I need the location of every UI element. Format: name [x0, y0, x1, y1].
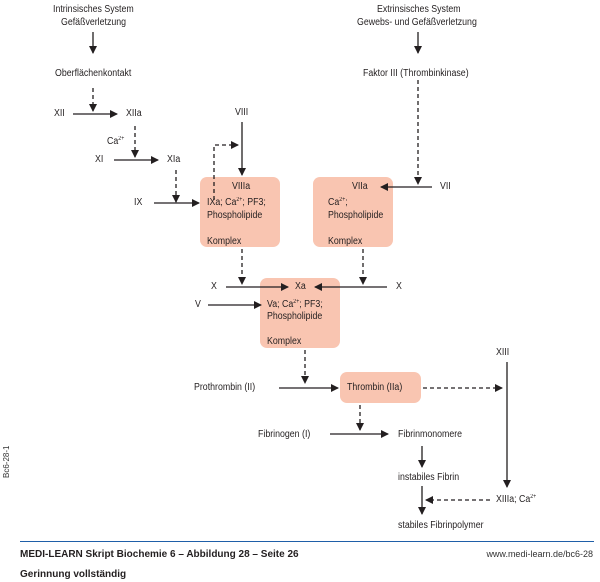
tenase-title: VIIIa: [232, 181, 251, 192]
thrombin-box: [340, 372, 421, 403]
prothrombinase-footer: Komplex: [267, 336, 302, 347]
factor-ix-label: IX: [134, 197, 143, 208]
thrombin-label: Thrombin (IIa): [347, 382, 403, 393]
tenase-line1-a: IXa; Ca: [207, 197, 237, 208]
xiiia-text: XIIIa; Ca: [496, 494, 531, 505]
tenase-ca-charge: 2+: [236, 197, 243, 203]
calcium-text: Ca: [107, 136, 119, 147]
figure-code: Bc6-28-1: [2, 445, 11, 478]
tissue-factor-line1: Ca2+;: [328, 197, 348, 209]
factor-viii-label: VIII: [235, 107, 249, 118]
tenase-complex-box: [200, 177, 280, 247]
tissue-factor-line1-b: ;: [345, 197, 348, 208]
tissue-factor-ca-charge: 2+: [339, 197, 346, 203]
prothrombinase-line2: Phospholipide: [267, 311, 323, 322]
footer-subtitle: Gerinnung vollständig: [20, 569, 127, 580]
tenase-line1-b: ; PF3;: [242, 197, 266, 208]
factor-v-label: V: [195, 299, 201, 310]
calcium-charge: 2+: [118, 136, 125, 142]
footer-rule: [20, 541, 594, 542]
tenase-line1: IXa; Ca2+; PF3;: [207, 197, 266, 209]
tissue-factor-footer: Komplex: [328, 236, 363, 247]
tissue-factor-complex-box: [313, 177, 393, 247]
prothrombinase-title: Xa: [295, 281, 306, 292]
tissue-factor-line1-a: Ca: [328, 197, 340, 208]
intrinsic-system-label: Intrinsisches System: [53, 4, 134, 16]
stabiles-fibrinpolymer-label: stabiles Fibrinpolymer: [398, 520, 484, 531]
extrinsic-system-label: Extrinsisches System: [377, 4, 461, 16]
factor-x-right-label: X: [396, 281, 402, 292]
tenase-footer: Komplex: [207, 236, 242, 247]
extrinsic-line1: Extrinsisches System: [377, 4, 461, 15]
prothrombinase-line1-b: ; PF3;: [299, 299, 323, 310]
factor-xii-label: XII: [54, 108, 65, 119]
factor-xiii-label: XIII: [496, 347, 510, 358]
extrinsic-cause-label: Gewebs- und Gefäßverletzung: [357, 17, 477, 29]
footer-url[interactable]: www.medi-learn.de/bc6-28: [486, 549, 593, 559]
factor-xi-label: XI: [95, 154, 104, 165]
factor-xia-label: XIa: [167, 154, 181, 165]
fibrinogen-label: Fibrinogen (I): [258, 429, 311, 440]
factor-x-left-label: X: [211, 281, 217, 292]
prothrombin-label: Prothrombin (II): [194, 382, 256, 393]
extrinsic-line2: Gewebs- und Gefäßverletzung: [357, 17, 477, 28]
factor-vii-label: VII: [440, 181, 451, 192]
surface-contact-label: Oberflächenkontakt: [55, 68, 132, 79]
prothrombinase-ca-charge: 2+: [293, 299, 300, 305]
factor-iii-label: Faktor III (Thrombinkinase): [363, 68, 469, 79]
intrinsic-cause-label: Gefäßverletzung: [61, 17, 126, 29]
tenase-line2: Phospholipide: [207, 210, 263, 221]
footer-title: MEDI-LEARN Skript Biochemie 6 – Abbildun…: [20, 549, 299, 560]
factor-xiiia-label: XIIIa; Ca2+: [496, 494, 536, 506]
factor-xiia-label: XIIa: [126, 108, 142, 119]
instabiles-fibrin-label: instabiles Fibrin: [398, 472, 460, 483]
xiiia-ca-charge: 2+: [530, 494, 537, 500]
fibrinmonomere-label: Fibrinmonomere: [398, 429, 463, 440]
intrinsic-line2: Gefäßverletzung: [61, 17, 127, 28]
prothrombinase-line1-a: Va; Ca: [267, 299, 294, 310]
prothrombinase-line1: Va; Ca2+; PF3;: [267, 299, 323, 311]
intrinsic-line1: Intrinsisches System: [53, 4, 134, 15]
prothrombinase-complex-box: [260, 278, 340, 348]
tissue-factor-title: VIIa: [352, 181, 368, 192]
calcium-label: Ca2+: [107, 136, 124, 148]
arrow-ixa-feedback-viii: [213, 141, 239, 200]
tissue-factor-line2: Phospholipide: [328, 210, 384, 221]
